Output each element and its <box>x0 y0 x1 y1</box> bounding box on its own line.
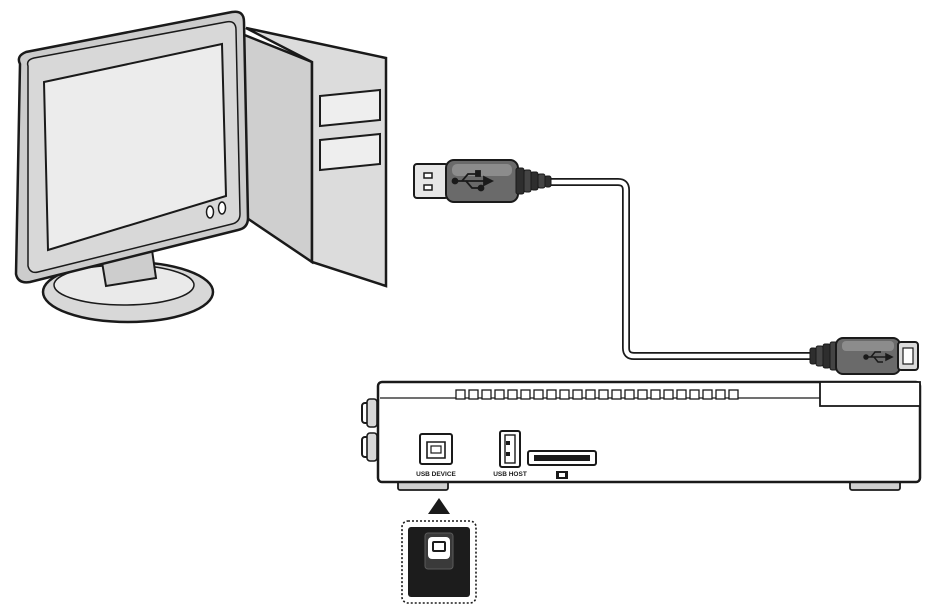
usb-a-metal-shell <box>413 163 449 199</box>
usb-a-strain-relief <box>515 167 552 195</box>
usb-device-label: USB DEVICE <box>416 471 456 478</box>
usb-trident-icon <box>451 170 495 192</box>
up-triangle-icon <box>428 498 450 514</box>
monitor-button-1 <box>205 205 215 219</box>
cable-wire-inner <box>550 179 812 359</box>
memory-card-icon <box>556 471 568 479</box>
usb-device-port-closeup <box>401 520 477 604</box>
monitor-button-2 <box>217 201 227 215</box>
vent-slots <box>455 389 739 400</box>
usb-trident-icon <box>863 351 894 363</box>
usb-a-connector <box>413 159 552 203</box>
drive-bay-2 <box>319 132 381 172</box>
usb-host-port: USB HOST <box>493 430 527 478</box>
drive-bay-1 <box>319 88 381 128</box>
usb-device-port: USB DEVICE <box>416 433 457 478</box>
usb-b-strain-relief <box>809 341 839 371</box>
device-top-panel <box>819 381 921 407</box>
usb-cable <box>413 159 919 375</box>
monitor-screen <box>42 42 228 252</box>
card-slot <box>527 450 597 479</box>
usb-host-label: USB HOST <box>493 471 527 478</box>
usb-b-connector <box>809 337 919 375</box>
desktop-computer <box>14 10 388 324</box>
media-device: USB DEVICE USB HOST <box>361 380 922 491</box>
cable-wire <box>550 178 812 360</box>
